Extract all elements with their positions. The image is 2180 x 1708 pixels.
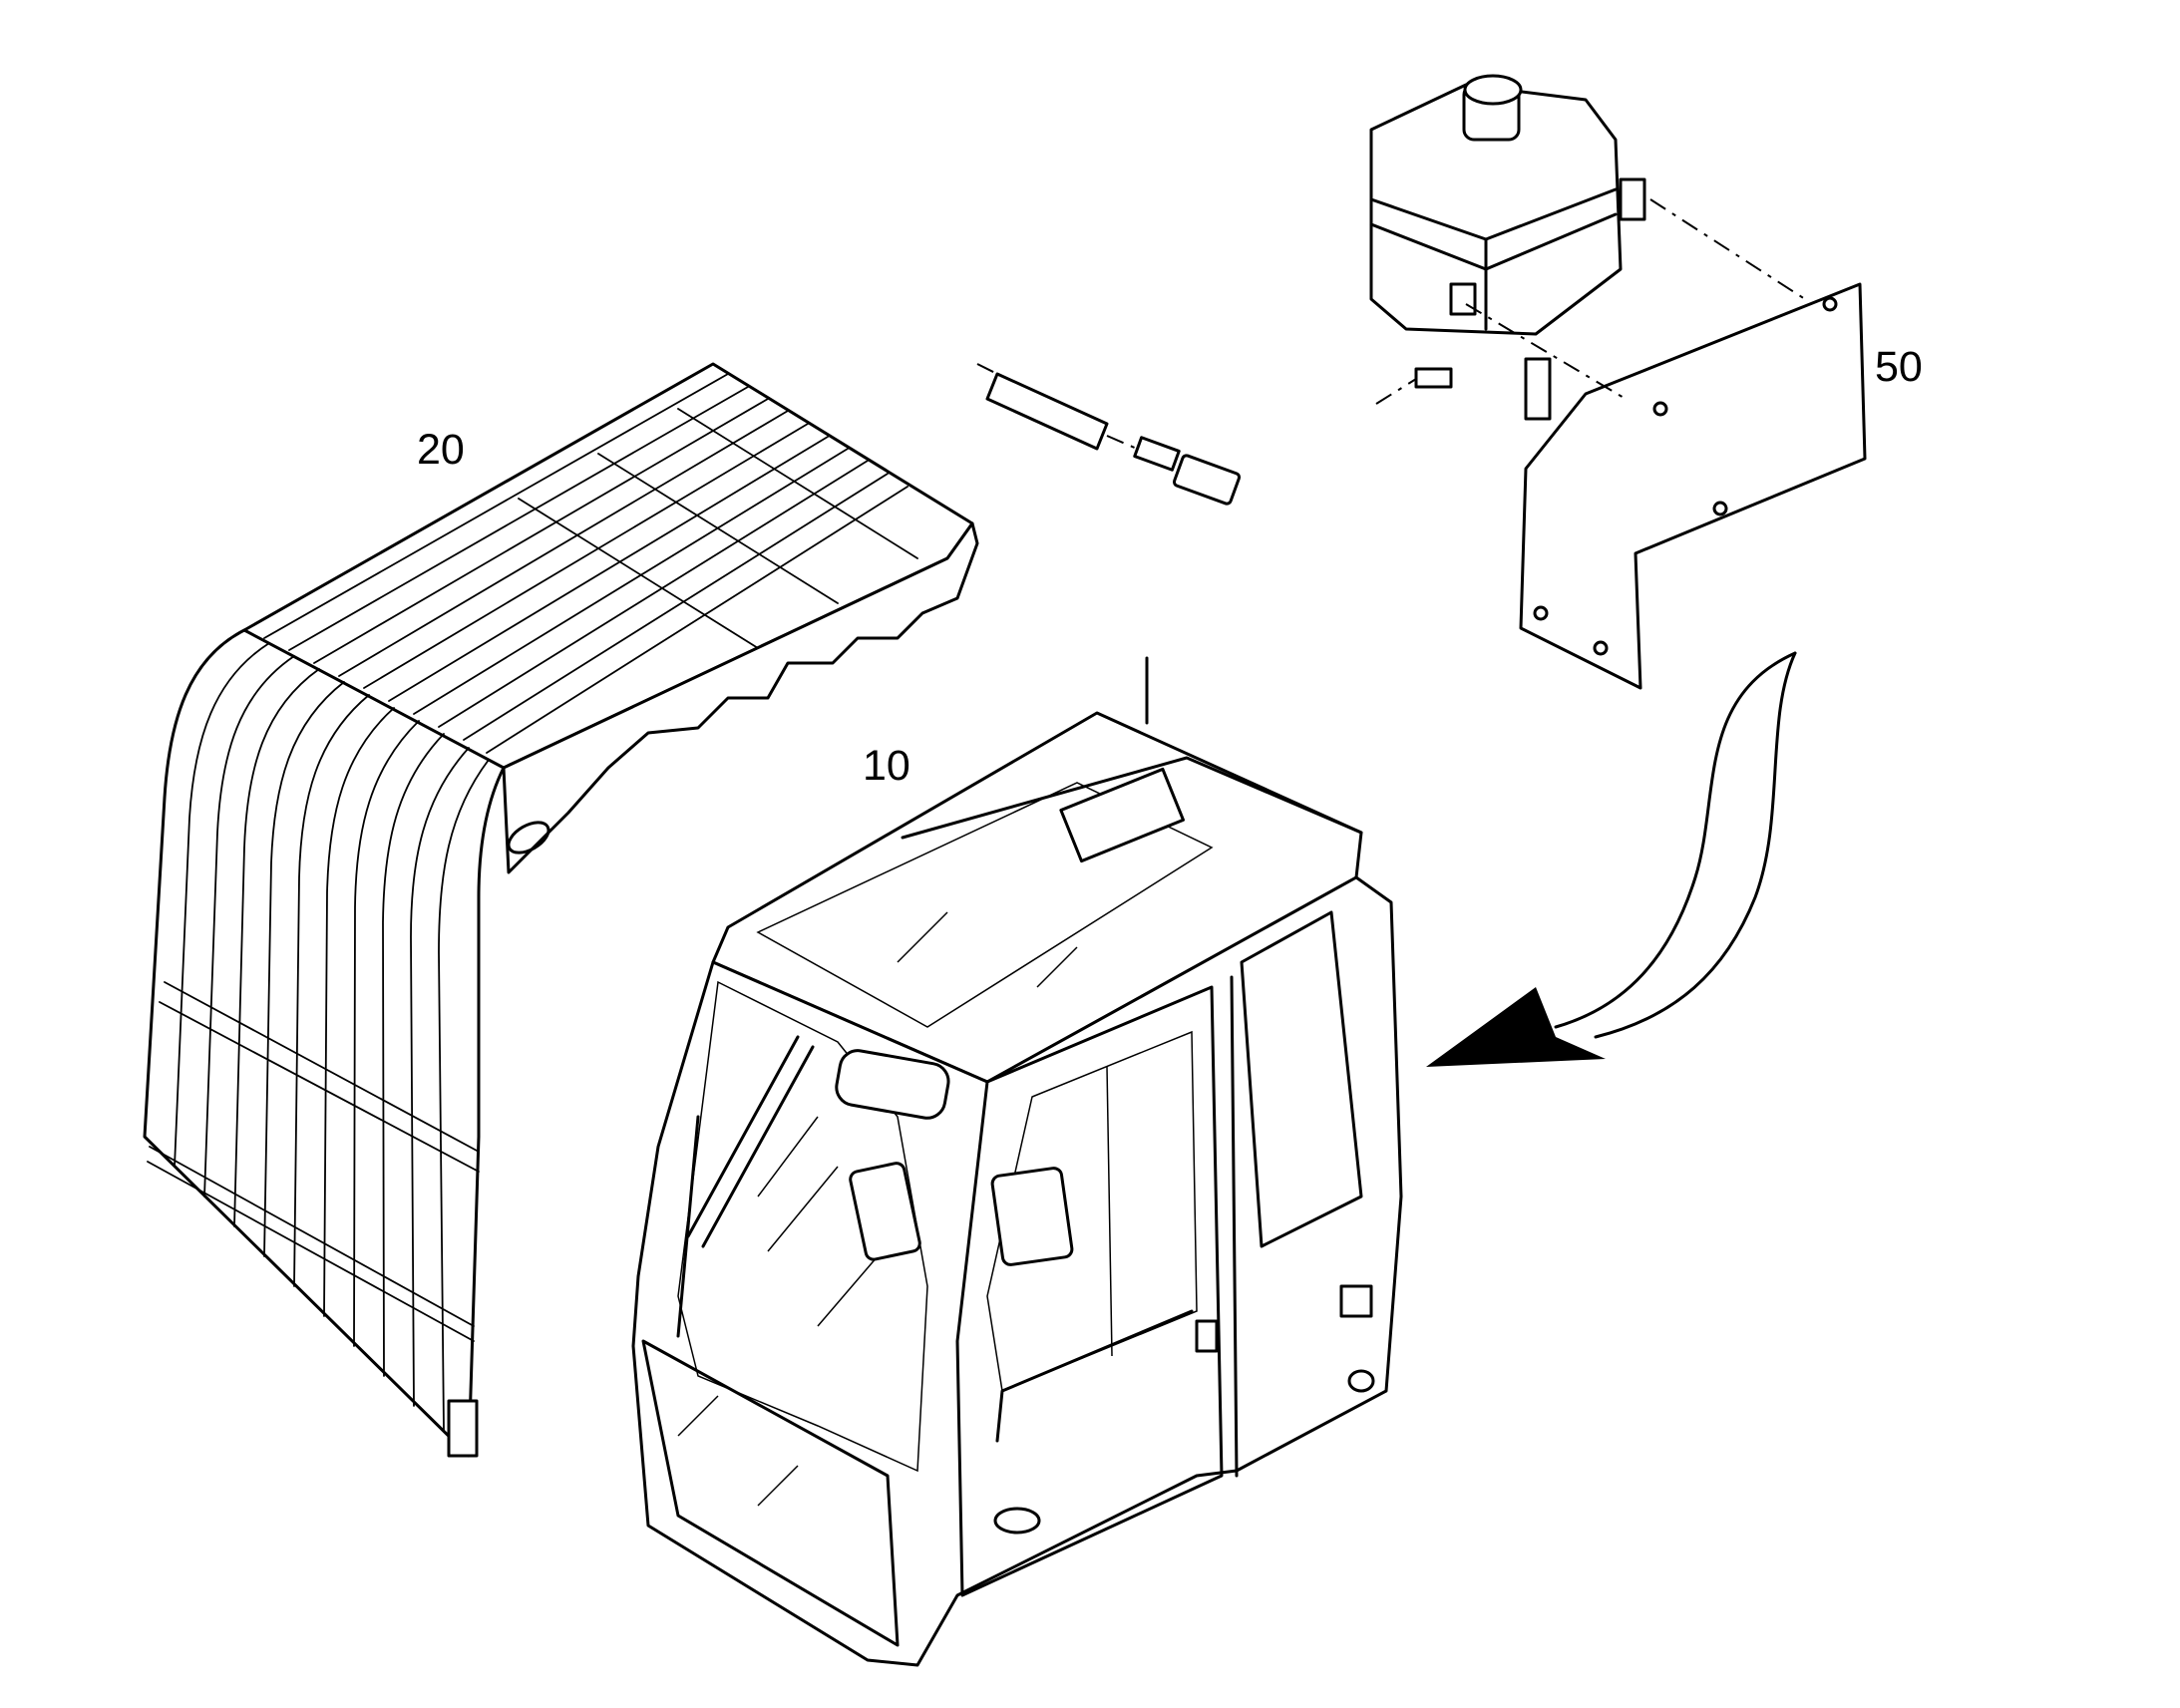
washer-tank-part — [976, 74, 1867, 690]
callout-cab: 10 — [863, 742, 910, 790]
assembly-arrow-icon — [1426, 651, 1797, 1067]
operator-cab-part — [631, 656, 1403, 1667]
callout-guard: 20 — [417, 426, 465, 474]
callout-tank: 50 — [1875, 343, 1923, 391]
front-guard-part — [143, 362, 979, 1458]
